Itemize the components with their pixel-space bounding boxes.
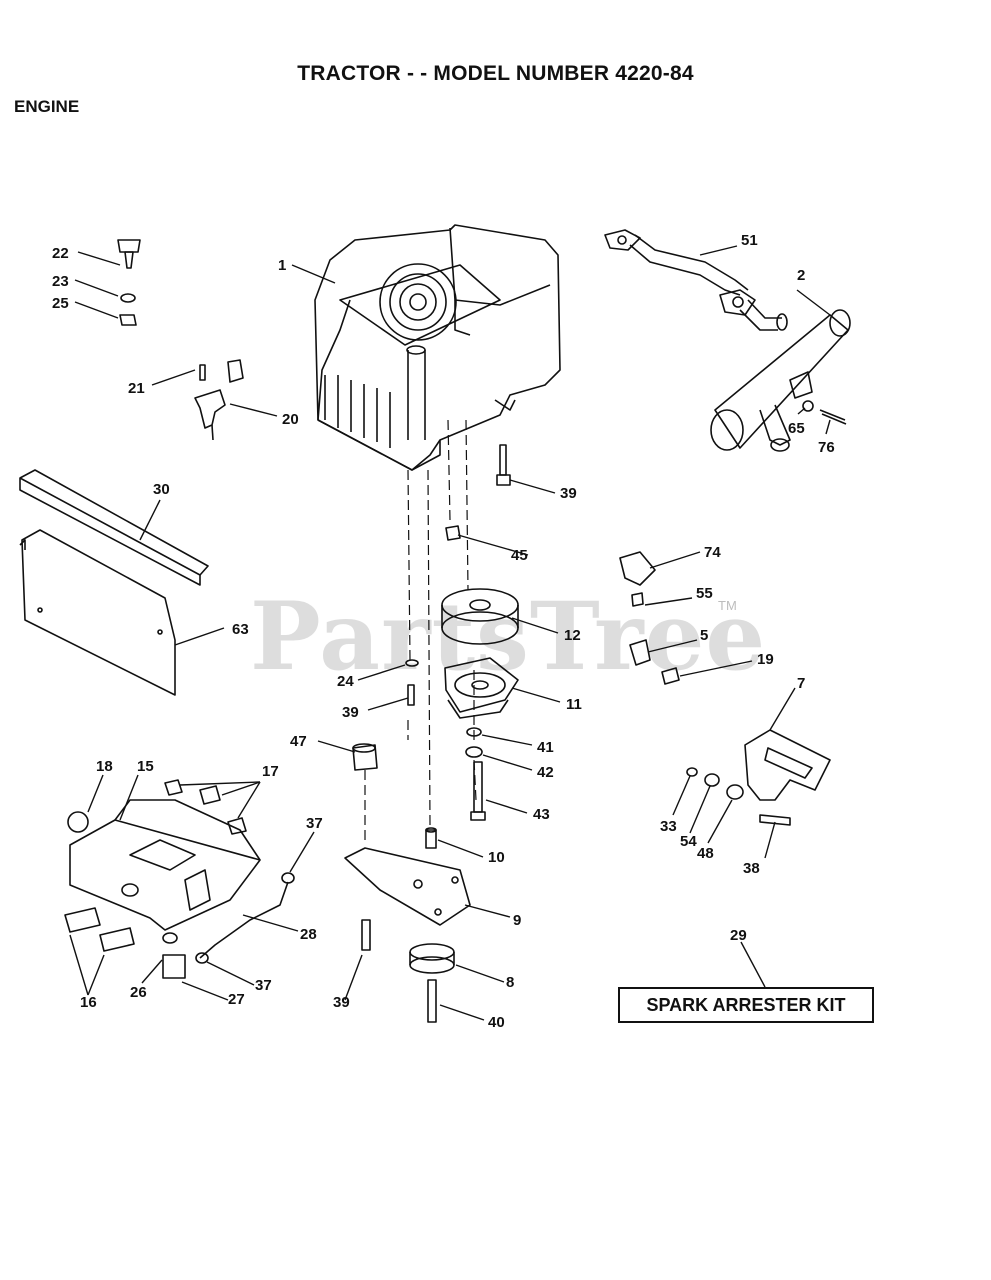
callout-10: 10 <box>488 849 505 866</box>
exhaust-pipe-part-51 <box>604 229 788 331</box>
hose-part-28 <box>195 872 295 964</box>
callout-55: 55 <box>696 585 713 602</box>
spacer-part-10 <box>425 827 437 849</box>
elbow-fittings-74-55-5-19 <box>619 551 680 685</box>
page-title: TRACTOR - - MODEL NUMBER 4220-84 <box>297 62 694 85</box>
callout-11: 11 <box>566 696 582 713</box>
muffler-part-2 <box>710 309 851 452</box>
clutch-part-11 <box>444 657 519 719</box>
watermark-tm: TM <box>718 598 737 613</box>
knob-part-18 <box>67 811 89 833</box>
callout-12: 12 <box>564 627 581 644</box>
callout-39-top: 39 <box>560 485 577 502</box>
callout-37-lower: 37 <box>255 977 272 994</box>
callout-39-lower: 39 <box>333 994 350 1011</box>
callout-76: 76 <box>818 439 835 456</box>
callout-5: 5 <box>700 627 708 644</box>
callout-40: 40 <box>488 1014 505 1031</box>
callout-41: 41 <box>537 739 554 756</box>
callout-18: 18 <box>96 758 113 775</box>
callout-54: 54 <box>680 833 697 850</box>
callout-30: 30 <box>153 481 170 498</box>
callout-33: 33 <box>660 818 677 835</box>
fastener-stack-22-23-25 <box>117 239 141 326</box>
callout-23: 23 <box>52 273 69 290</box>
callout-numbers: 1 2 51 22 23 25 21 20 65 76 39 30 45 74 … <box>52 232 835 1031</box>
washers-24-41-42 <box>405 659 483 758</box>
callout-19: 19 <box>757 651 774 668</box>
callout-29: 29 <box>730 927 747 944</box>
fitting-part-26-27 <box>162 932 186 979</box>
blocks-part-16 <box>64 907 135 952</box>
callout-51: 51 <box>741 232 758 249</box>
callout-74: 74 <box>704 544 721 561</box>
callout-26: 26 <box>130 984 147 1001</box>
pads-part-17 <box>164 779 247 835</box>
alignment-lines <box>364 419 477 840</box>
callout-37-upper: 37 <box>306 815 323 832</box>
callout-9: 9 <box>513 912 521 929</box>
pulley-part-8 <box>409 943 455 974</box>
callout-2: 2 <box>797 267 805 284</box>
throttle-bracket-part-20 <box>194 359 244 441</box>
panel-part-63 <box>19 529 176 696</box>
callout-38: 38 <box>743 860 760 877</box>
hood-part-15 <box>69 799 261 931</box>
callout-43: 43 <box>533 806 550 823</box>
callout-65: 65 <box>788 420 805 437</box>
plate-part-9 <box>344 847 471 926</box>
callout-42: 42 <box>537 764 554 781</box>
spark-arrester-kit-box: SPARK ARRESTER KIT <box>618 987 874 1023</box>
callout-27: 27 <box>228 991 245 1008</box>
callout-22: 22 <box>52 245 69 262</box>
callout-8: 8 <box>506 974 514 991</box>
callout-28: 28 <box>300 926 317 943</box>
leader-lines <box>69 245 831 1021</box>
callout-7: 7 <box>797 675 805 692</box>
callout-47: 47 <box>290 733 307 750</box>
callout-25: 25 <box>52 295 69 312</box>
pulley-part-12 <box>441 588 519 645</box>
callout-48: 48 <box>697 845 714 862</box>
callout-45: 45 <box>511 547 528 564</box>
callout-20: 20 <box>282 411 299 428</box>
callout-17: 17 <box>262 763 279 780</box>
callout-15: 15 <box>137 758 154 775</box>
bolt-part-39-upper <box>496 444 511 486</box>
callout-21: 21 <box>128 380 145 397</box>
callout-16: 16 <box>80 994 97 1011</box>
bolt-part-39-mid <box>407 684 415 706</box>
callout-1: 1 <box>278 257 286 274</box>
hardware-33-54-48-38 <box>686 767 791 826</box>
bolt-part-43 <box>470 761 486 821</box>
bolt-part-40 <box>427 979 437 1023</box>
callout-63: 63 <box>232 621 249 638</box>
bolt-part-39-lower <box>361 919 371 951</box>
spacer-part-47 <box>352 743 378 771</box>
bracket-part-7 <box>744 729 831 801</box>
callout-24: 24 <box>337 673 354 690</box>
rail-part-30 <box>19 469 209 586</box>
callout-39-mid: 39 <box>342 704 359 721</box>
nut-part-45 <box>445 525 461 541</box>
section-heading: ENGINE <box>14 97 80 116</box>
engine-part-1 <box>314 224 561 471</box>
